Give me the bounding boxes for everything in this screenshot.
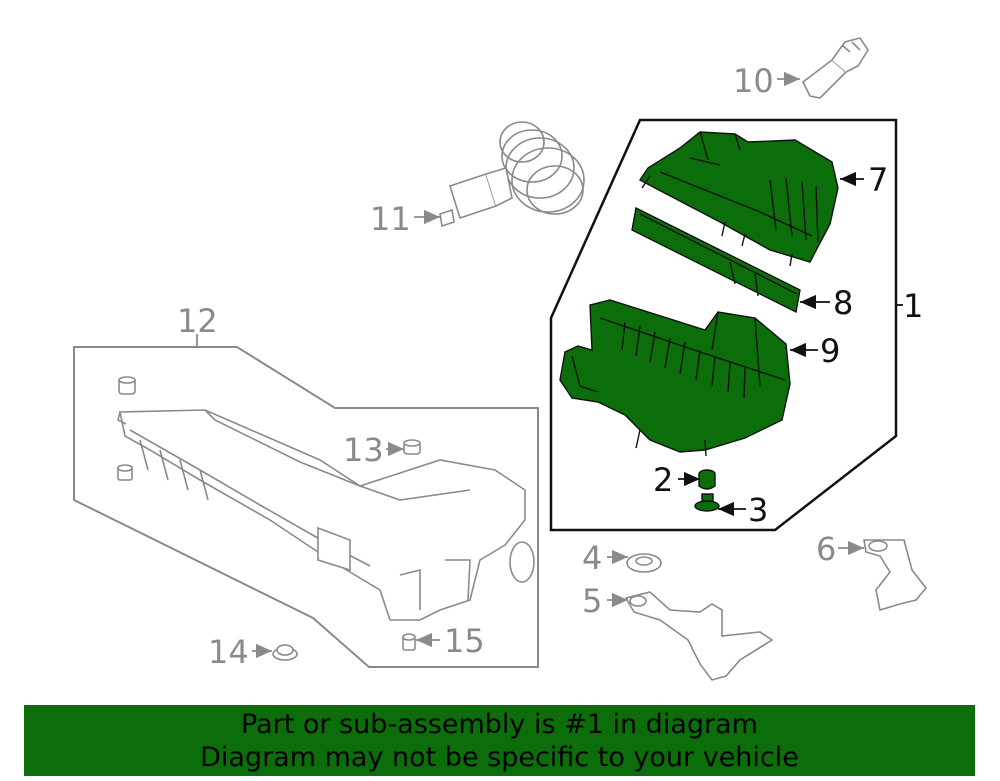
leader-lines-gray	[196, 71, 864, 659]
callout-7: 7	[868, 161, 888, 199]
callout-4: 4	[582, 539, 602, 577]
callout-6: 6	[816, 530, 836, 568]
part-12-grommet-top	[118, 376, 136, 395]
assembly-12-outline	[73, 346, 539, 668]
callout-1: 1	[903, 287, 923, 325]
part-2-grommet[interactable]	[698, 469, 716, 490]
callout-3: 3	[748, 491, 768, 529]
callout-2: 2	[653, 461, 673, 499]
part-10-sensor[interactable]	[801, 37, 869, 99]
part-15-clip[interactable]	[402, 633, 416, 651]
part-12-clip-left	[117, 464, 133, 481]
callout-10: 10	[733, 62, 774, 100]
banner-line-1: Part or sub-assembly is #1 in diagram	[241, 709, 758, 740]
part-5-bracket[interactable]	[624, 591, 774, 681]
part-14-grommet[interactable]	[272, 644, 298, 661]
callout-8: 8	[833, 284, 853, 322]
callout-15: 15	[444, 622, 485, 660]
callout-12: 12	[177, 302, 218, 340]
part-8-filter-element[interactable]	[631, 206, 801, 314]
callout-14: 14	[208, 633, 249, 671]
leader-lines-dark	[678, 171, 903, 517]
part-9-lower-case[interactable]	[559, 299, 791, 457]
callout-9: 9	[820, 332, 840, 370]
info-banner: Part or sub-assembly is #1 in diagram Di…	[24, 705, 975, 776]
callout-13: 13	[343, 431, 384, 469]
banner-line-2: Diagram may not be specific to your vehi…	[200, 742, 799, 773]
part-11-resonator-hose[interactable]	[439, 121, 585, 228]
part-12-air-duct[interactable]	[117, 409, 535, 621]
part-4-grommet[interactable]	[626, 553, 662, 573]
callout-5: 5	[582, 582, 602, 620]
callout-11: 11	[370, 200, 411, 238]
part-7-upper-cover[interactable]	[638, 131, 839, 267]
part-6-bracket[interactable]	[863, 539, 928, 612]
part-13-grommet[interactable]	[403, 439, 421, 455]
